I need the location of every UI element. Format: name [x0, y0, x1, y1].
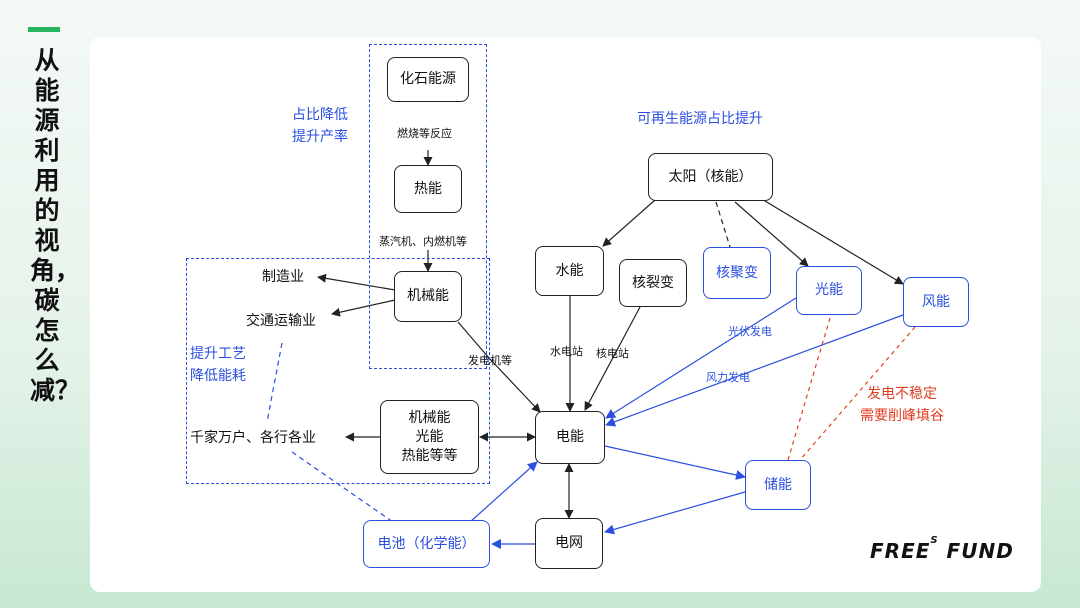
label-engines: 蒸汽机、内燃机等	[379, 235, 467, 248]
edge-wind-electricity	[605, 314, 904, 427]
edge-electricity-storage	[604, 445, 746, 480]
node-heat-energy: 热能	[394, 165, 462, 213]
sector-households: 千家万户、各行各业	[190, 430, 316, 446]
node-wind: 风能	[903, 277, 969, 327]
edge-sun-solar	[734, 201, 809, 267]
page-title: 从能源利用的视角，碳怎么减？	[30, 46, 81, 405]
fossil-group	[369, 44, 487, 369]
edge-mechanical-manufacturing	[317, 273, 396, 291]
note-renewables: 可再生能源占比提升	[637, 111, 763, 127]
note-reduce-ratio: 占比降低 提升产率	[292, 107, 348, 145]
edge-sun-fusion	[715, 201, 731, 248]
link-households-battery	[291, 451, 394, 523]
label-hydro-station: 水电站	[550, 345, 583, 358]
sector-manufacturing: 制造业	[262, 269, 304, 285]
node-solar: 光能	[796, 266, 862, 315]
node-electricity: 电能	[535, 411, 605, 464]
edge-mechanical-transport	[331, 299, 396, 317]
node-hydro: 水能	[535, 246, 604, 296]
note-process: 提升工艺 降低能耗	[190, 346, 246, 384]
node-sun: 太阳（核能）	[648, 153, 773, 201]
accent-bar	[28, 27, 60, 32]
note-unstable: 发电不稳定 需要削峰填谷	[860, 386, 944, 424]
label-pv: 光伏发电	[728, 325, 772, 338]
edge-storage-grid	[604, 491, 746, 535]
link-solar-storage	[787, 317, 831, 461]
node-fusion: 核聚变	[703, 247, 771, 299]
label-generator: 发电机等	[468, 354, 512, 367]
node-fission: 核裂变	[619, 259, 687, 307]
brand-logo: FREES FUND	[870, 535, 1014, 563]
label-combustion: 燃烧等反应	[397, 127, 452, 140]
node-fossil-energy: 化石能源	[387, 57, 469, 102]
edge-solar-electricity	[605, 297, 797, 419]
link-wind-storage	[799, 326, 916, 461]
sector-transport: 交通运输业	[246, 313, 316, 329]
edge-sun-hydro	[602, 199, 656, 247]
node-mechanical-energy: 机械能	[394, 271, 462, 322]
node-battery: 电池（化学能）	[363, 520, 490, 568]
node-grid: 电网	[535, 518, 603, 569]
node-terminal-energy: 机械能 光能 热能等等	[380, 400, 479, 474]
label-nuclear-station: 核电站	[596, 347, 629, 360]
edge-battery-electricity	[469, 461, 538, 523]
edge-fission-electricity	[584, 306, 641, 411]
link-transport-households	[266, 342, 283, 423]
edge-sun-wind	[759, 197, 904, 285]
node-storage: 储能	[745, 460, 811, 510]
label-wind-power: 风力发电	[706, 371, 750, 384]
consumption-group	[186, 258, 490, 484]
